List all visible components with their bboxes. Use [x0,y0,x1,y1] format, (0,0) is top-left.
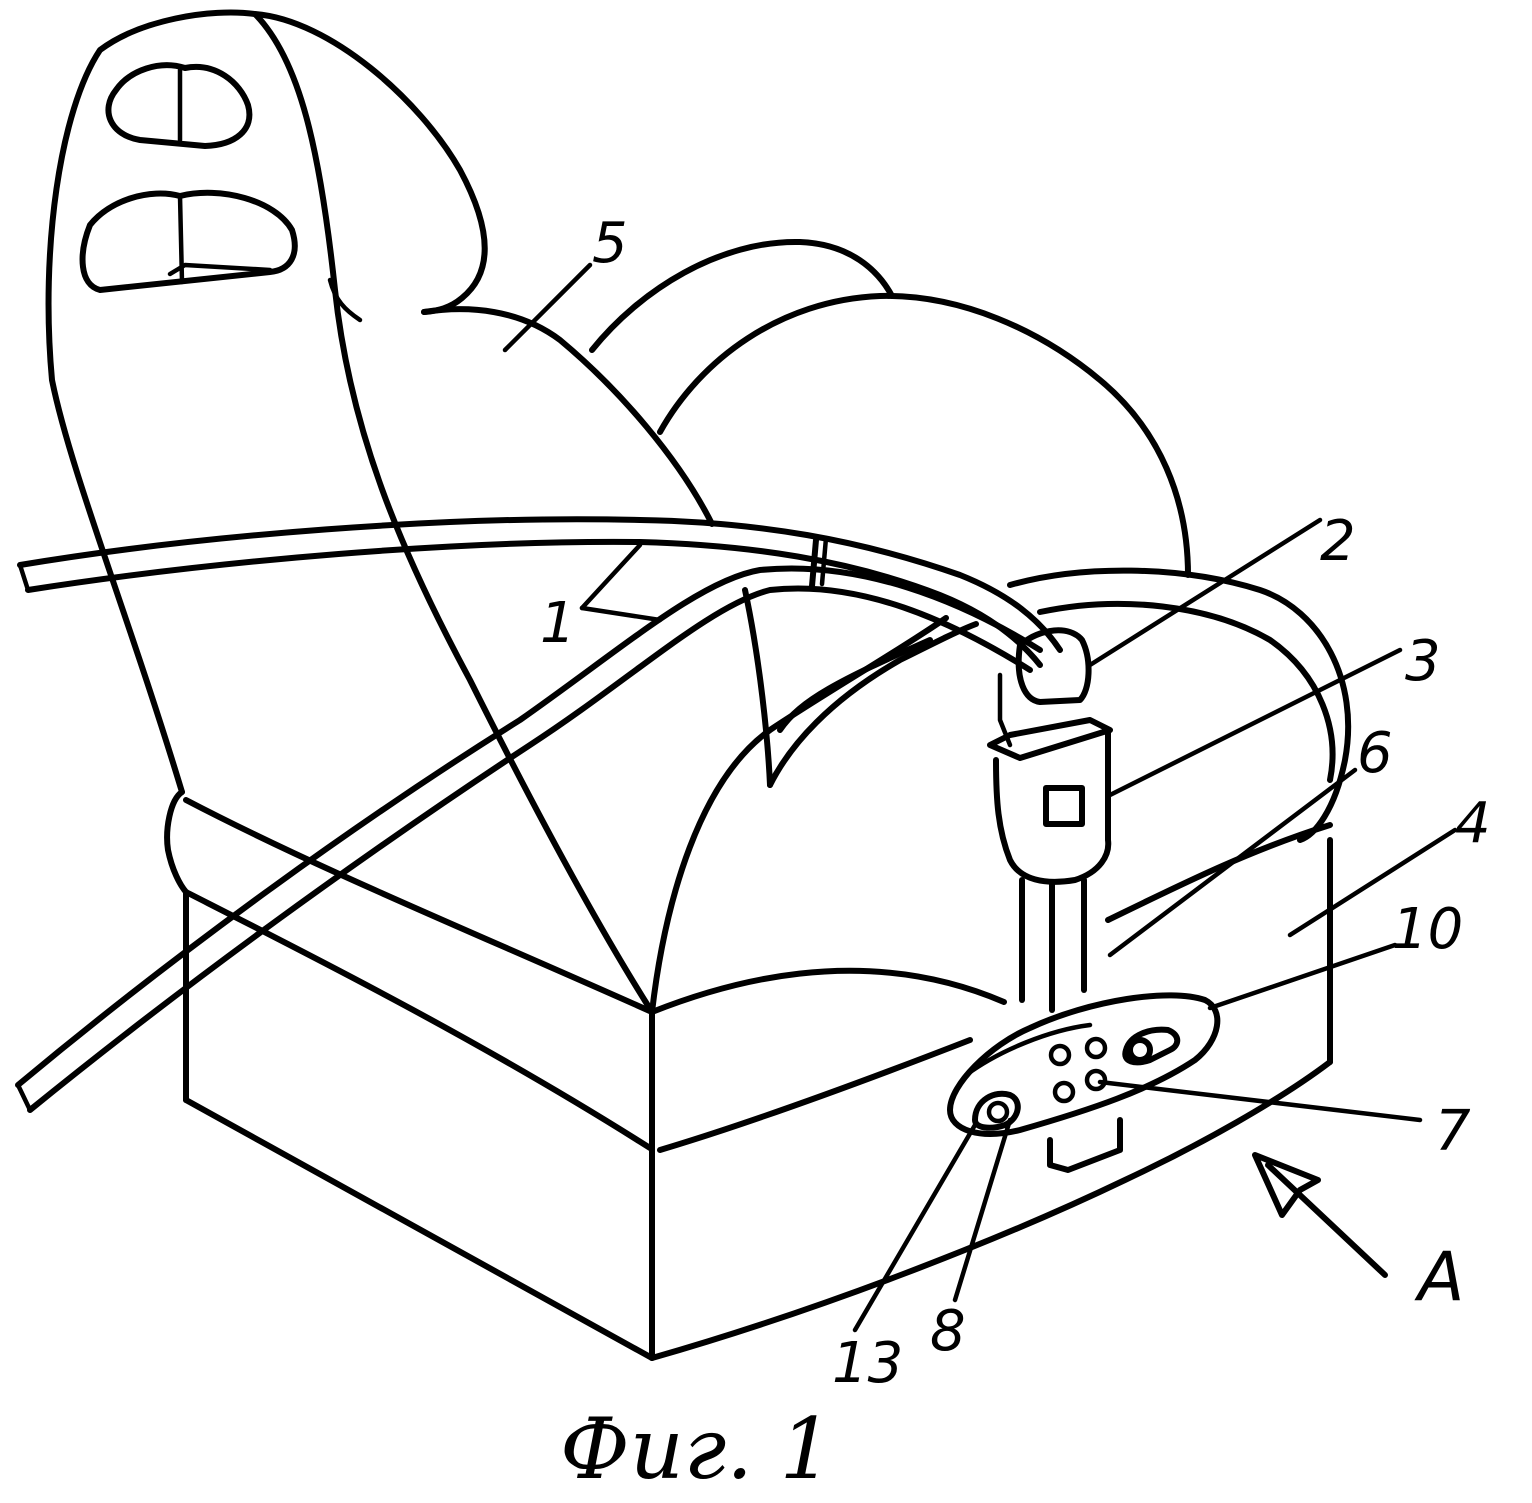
label-6: 6 [1357,721,1393,786]
leader-10 [1207,942,1398,1011]
leader-4 [1287,827,1458,938]
leader-6 [1107,767,1358,958]
leader-lines [502,262,1458,1333]
view-arrow [1265,1162,1388,1278]
seat-cushions [421,238,1191,1015]
leader-5 [502,262,593,353]
leader-13 [852,1122,978,1333]
leader-1b [579,605,663,623]
label-view-a: А [1414,1238,1465,1317]
leader-3 [1107,647,1403,798]
leader-2 [1087,517,1323,668]
label-5: 5 [592,211,628,276]
label-7: 7 [1435,1099,1471,1164]
label-8: 8 [930,1299,966,1364]
headrest-openings [79,62,298,293]
label-2: 2 [1320,509,1356,574]
callout-labels: 5 1 2 3 6 4 10 7 8 13 А [540,211,1491,1396]
view-arrowhead [1252,1152,1321,1218]
label-3: 3 [1405,629,1441,694]
mount-plate [947,992,1221,1173]
belt-straps [15,516,1063,1113]
right-cushion [1007,567,1352,1065]
leader-1a [579,542,643,611]
label-4: 4 [1455,791,1491,856]
figure-caption: Фиг. 1 [560,1400,833,1498]
label-10: 10 [1392,897,1463,962]
label-13: 13 [832,1331,903,1396]
leader-8 [952,1117,1013,1303]
seat-back [45,9,655,1015]
seat-base [164,789,1333,1361]
label-1: 1 [540,591,576,656]
leader-7 [1097,1079,1423,1123]
buckle-assembly [987,627,1113,1013]
